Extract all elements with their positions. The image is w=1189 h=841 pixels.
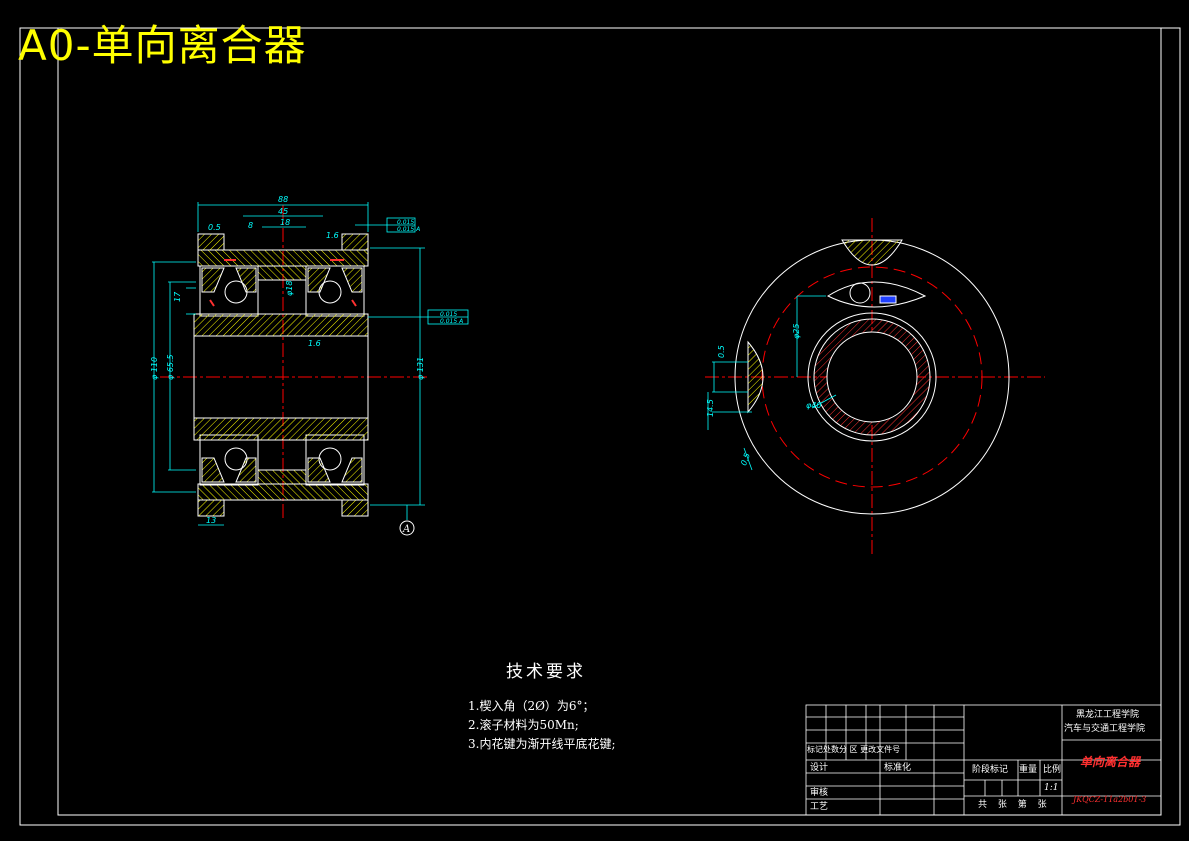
title-block-designer-label: 设计 [810,763,829,773]
end-dim-1: 0.5 [717,345,726,358]
dim-right-dia: φ 131 [416,357,425,380]
dim-taper-mark: 1.6 [308,339,321,348]
dim-bottom-step: 13 [206,516,216,525]
title-block-drawing-number: JKQCZ-11a2b01-3 [1073,795,1147,804]
fcf2-line-a: 0.015 [440,311,457,318]
dim-center-width: 18 [280,218,290,227]
title-block-process-label: 工艺 [810,802,829,812]
title-block-revision-row: 标记处数分 区 更改文件号 [807,745,901,754]
title-block-grid [805,704,1162,816]
title-block-stage-mark-label: 阶段标记 [972,765,1009,775]
end-dim-3: φ40 [806,401,821,410]
dim-left-dia: φ 110 [150,357,159,380]
tech-requirement-item: 3.内花键为渐开线平底花键; [468,737,616,751]
title-block-review-label: 审核 [810,788,829,798]
tech-requirement-item: 1.楔入角（2Ø）为6°； [468,699,595,713]
end-dim-rounded: φ25 [792,324,801,339]
drawing-title: A0-单向离合器 [18,21,307,70]
section-view [152,202,469,536]
dim-chamfer-left: 0.5 [208,223,221,232]
title-block-drawing-name: 单向离合器 [1080,755,1141,769]
datum-label: A [402,524,410,535]
title-block-department: 汽车与交通工程学院 [1064,724,1146,734]
title-block-scale-label: 比例 [1043,765,1062,775]
title-block-school: 黑龙江工程学院 [1076,710,1140,720]
fcf1-line-a: 0.015 [397,219,414,226]
dim-inner-width: 45 [278,207,288,216]
end-dim-2: 14.5 [706,399,715,417]
dim-offset-small: 8 [248,221,253,230]
end-view [705,218,1045,556]
title-block-sheets-label: 共 张 第 张 [978,800,1051,810]
end-dim-4: 0.5 [739,452,752,467]
dim-bore-dia: φ18 [285,281,294,296]
dim-overall-width: 88 [278,195,288,204]
inner-frame [57,27,1162,816]
title-block-scale-value: 1:1 [1044,783,1059,793]
dim-section-height: 17 [173,291,182,302]
tech-requirement-item: 2.滚子材料为50Mn; [468,718,579,732]
dim-chamfer-right: 1.6 [326,231,339,240]
title-block-standardization-label: 标准化 [884,763,912,773]
fcf1-line-b: 0.015 A [397,226,420,233]
dim-left-dia2: φ 65.5 [166,354,175,380]
tech-requirements-heading: 技术要求 [506,662,586,682]
title-block-weight-label: 重量 [1019,765,1038,775]
fcf2-line-b: 0.015 A [440,318,463,325]
